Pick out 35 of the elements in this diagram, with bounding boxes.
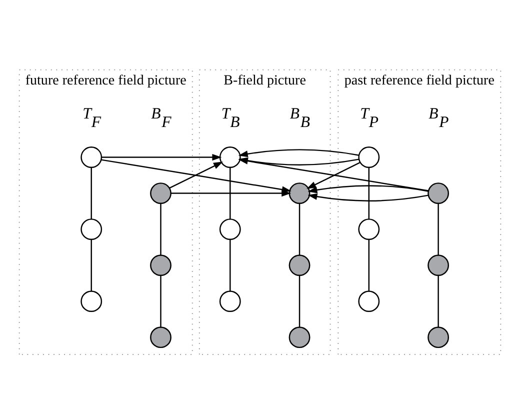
arrow [171, 190, 292, 197]
connector [368, 168, 370, 220]
node-circle [288, 254, 310, 276]
connector [368, 240, 370, 292]
connector [230, 240, 231, 292]
connector [438, 204, 439, 256]
node-circle [358, 146, 380, 168]
node-circle [428, 182, 450, 204]
connector [298, 276, 300, 328]
node-circle [219, 218, 241, 240]
connector [160, 204, 162, 256]
connector [298, 204, 300, 256]
node-circle [288, 182, 310, 204]
node-circle [150, 182, 172, 204]
node-circle [288, 326, 310, 348]
node-circle [358, 218, 380, 240]
node-circle [80, 146, 102, 168]
node-circle [219, 290, 241, 312]
arrow [102, 154, 222, 161]
arrow [308, 185, 428, 202]
connector [160, 276, 162, 328]
node-circle [80, 290, 102, 312]
connector [90, 240, 92, 292]
node-circle [219, 146, 241, 168]
connector [90, 168, 92, 220]
node-circle [150, 254, 172, 276]
connector [438, 276, 439, 328]
node-circle [150, 326, 172, 348]
connector [230, 168, 231, 220]
node-circle [428, 326, 450, 348]
node-circle [358, 290, 380, 312]
node-circle [428, 254, 450, 276]
node-circle [80, 218, 102, 240]
arrow [306, 162, 360, 189]
arrow [169, 162, 224, 189]
